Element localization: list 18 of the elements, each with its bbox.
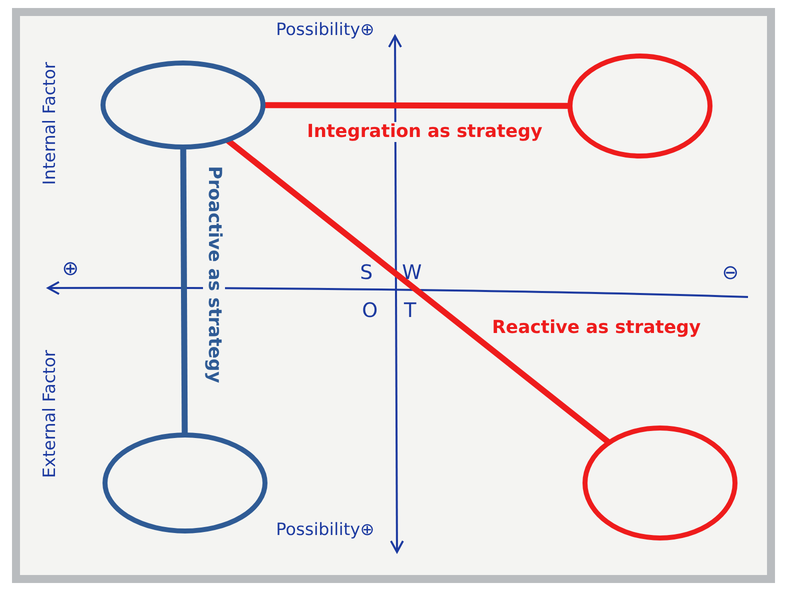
- ellipse-node: [102, 432, 268, 534]
- edge-label: Proactive as strategy: [203, 165, 225, 384]
- ellipse-node: [567, 53, 713, 159]
- axis-label: O: [362, 300, 378, 320]
- axis-label: ⊖: [722, 262, 739, 282]
- connector-line: [225, 138, 611, 445]
- axis-title: Internal Factor: [42, 62, 59, 185]
- axis-label: Possibility⊕: [276, 22, 374, 39]
- axis-label: W: [402, 262, 422, 282]
- axis-title: External Factor: [42, 350, 59, 478]
- axis-label: T: [404, 300, 416, 320]
- axis-label: S: [360, 262, 373, 282]
- connector-line: [180, 146, 188, 436]
- connector-line: [263, 102, 570, 109]
- axis-label: ⊕: [62, 258, 79, 278]
- axis-label: Possibility⊕: [276, 522, 374, 539]
- ellipse-node: [100, 60, 266, 150]
- ellipse-node: [582, 425, 738, 541]
